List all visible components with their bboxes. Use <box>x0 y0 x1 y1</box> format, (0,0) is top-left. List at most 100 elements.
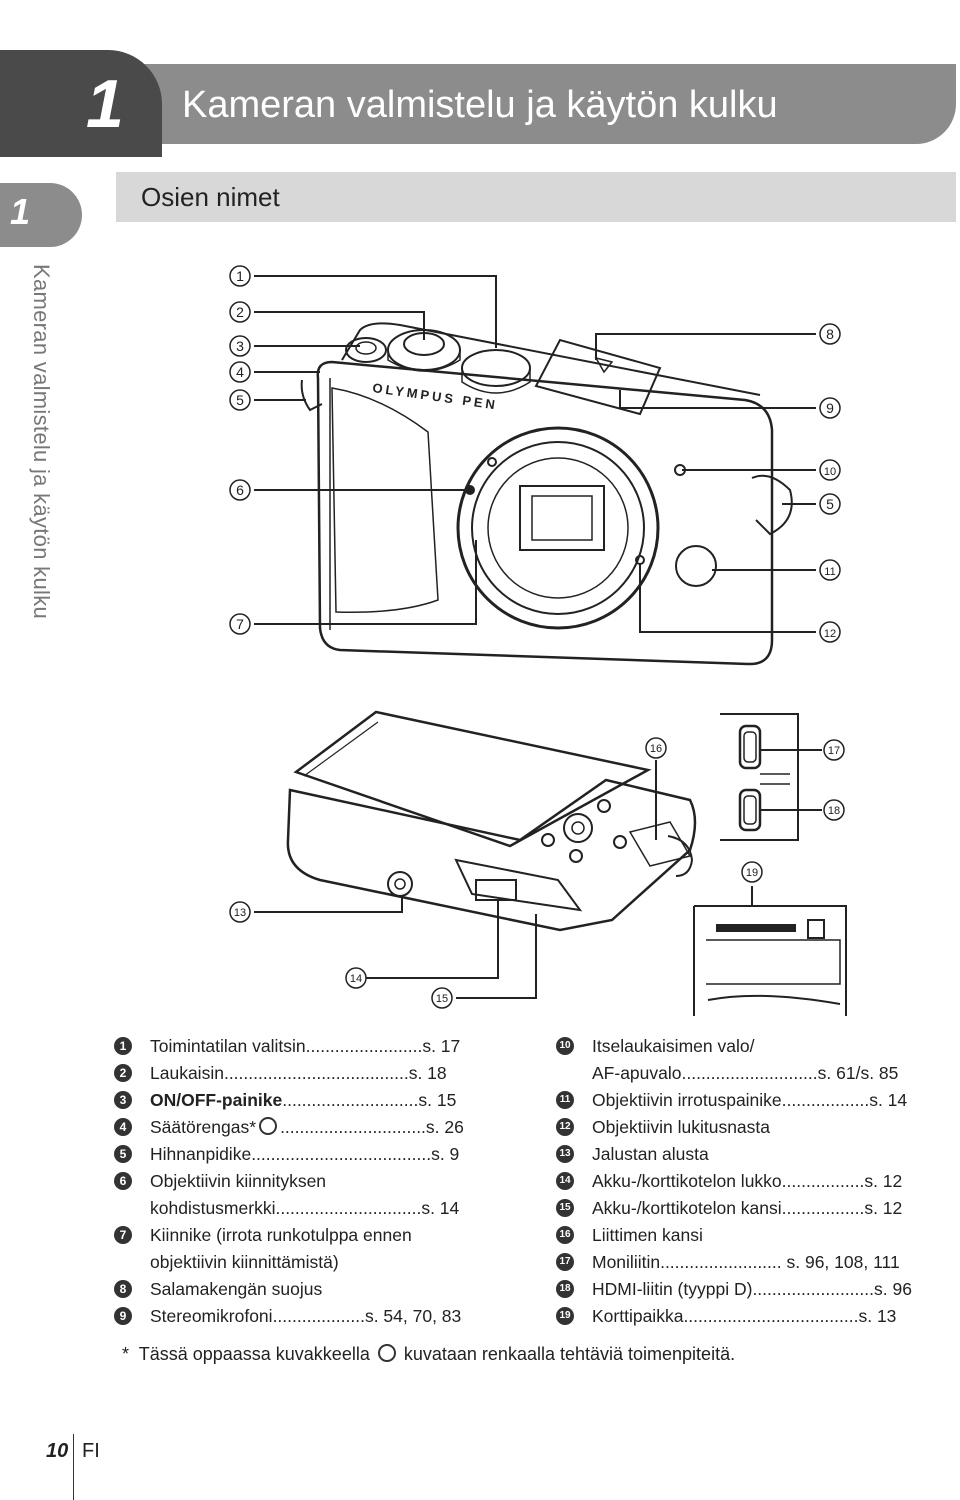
legend-item: 5 Hihnanpidike...........................… <box>114 1141 514 1168</box>
callout-number: 12 <box>824 628 836 640</box>
legend-number: 17 <box>556 1253 574 1271</box>
legend-number: 5 <box>114 1145 132 1163</box>
side-tab-number: 1 <box>10 191 31 232</box>
legend-page-ref: .................s. 12 <box>781 1198 903 1218</box>
footnote: * Tässä oppaassa kuvakkeella kuvataan re… <box>122 1344 735 1365</box>
callout-number: 5 <box>826 496 834 512</box>
chapter-number-tab <box>0 50 162 157</box>
legend-item-continued: kohdistusmerkki.........................… <box>114 1195 514 1222</box>
legend-number: 15 <box>556 1199 574 1217</box>
language-code: FI <box>82 1440 100 1462</box>
legend-item: 10 Itselaukaisimen valo/ <box>556 1033 956 1060</box>
callout-number: 5 <box>236 392 244 408</box>
legend-number: 10 <box>556 1037 574 1055</box>
legend-label: Akku-/korttikotelon lukko <box>592 1171 782 1191</box>
legend-number: 1 <box>114 1037 132 1055</box>
chapter-title: Kameran valmistelu ja käytön kulku <box>182 84 778 126</box>
legend-label: Salamakengän suojus <box>150 1279 323 1299</box>
callout-number: 13 <box>234 907 246 919</box>
legend-item: 19 Korttipaikka..........................… <box>556 1303 956 1330</box>
legend-number: 8 <box>114 1280 132 1298</box>
legend-label: Korttipaikka <box>592 1306 684 1326</box>
legend-label: Objektiivin lukitusnasta <box>592 1117 770 1137</box>
parts-legend-right: 10 Itselaukaisimen valo/ AF-apuvalo......… <box>556 1033 956 1330</box>
legend-label: Objektiivin irrotuspainike <box>592 1090 782 1110</box>
callout-number: 11 <box>824 566 835 578</box>
callout-number: 15 <box>436 993 448 1005</box>
legend-label: Liittimen kansi <box>592 1225 703 1245</box>
callout-number: 4 <box>236 364 244 380</box>
legend-item: 8 Salamakengän suojus <box>114 1276 514 1303</box>
legend-label: Säätörengas* <box>150 1117 257 1137</box>
legend-label: Jalustan alusta <box>592 1144 709 1164</box>
section-band <box>116 172 956 222</box>
callout-number: 2 <box>236 304 244 320</box>
callout-number: 16 <box>650 743 662 755</box>
legend-number: 9 <box>114 1307 132 1325</box>
callout-number: 9 <box>826 400 834 416</box>
chapter-number: 1 <box>86 66 124 142</box>
control-ring-icon <box>259 1117 278 1135</box>
camera-front-illustration: OLYMPUS PEN <box>300 322 793 666</box>
section-title: Osien nimet <box>141 182 280 212</box>
legend-page-ref: ..............................s. 26 <box>280 1117 464 1137</box>
legend-page-ref: .....................................s. … <box>251 1144 460 1164</box>
chapter-title-band <box>120 64 956 144</box>
connector-inset <box>720 713 799 841</box>
legend-label: Moniliitin <box>592 1252 661 1272</box>
callout-number: 1 <box>236 268 244 284</box>
legend-item: 9 Stereomikrofoni...................s. 54… <box>114 1303 514 1330</box>
legend-item-continued: objektiivin kiinnittämistä) <box>114 1249 514 1276</box>
legend-label: Objektiivin kiinnityksen <box>150 1171 327 1191</box>
legend-item: 4 Säätörengas*...........................… <box>114 1114 514 1141</box>
callout-number: 14 <box>350 973 362 985</box>
legend-label: Itselaukaisimen valo/ <box>592 1036 755 1056</box>
footnote-star: * <box>122 1344 130 1364</box>
legend-label: AF-apuvalo <box>592 1063 682 1083</box>
callout-number: 19 <box>746 867 758 879</box>
page-number: 10 <box>46 1440 69 1462</box>
control-ring-icon <box>377 1344 396 1362</box>
legend-page-ref: ..............................s. 14 <box>275 1198 460 1218</box>
legend-label: HDMI-liitin (tyyppi D) <box>592 1279 753 1299</box>
legend-page-ref: ............................s. 61/s. 85 <box>681 1063 899 1083</box>
footnote-text-after: kuvataan renkaalla tehtäviä toimenpiteit… <box>403 1344 736 1364</box>
legend-item: 13 Jalustan alusta <box>556 1141 956 1168</box>
callout-number: 6 <box>236 482 244 498</box>
legend-label: objektiivin kiinnittämistä) <box>150 1252 339 1272</box>
legend-number: 6 <box>114 1172 132 1190</box>
legend-number: 12 <box>556 1118 574 1136</box>
legend-label: ON/OFF-painike <box>150 1090 283 1110</box>
legend-page-ref: ...................s. 54, 70, 83 <box>272 1306 462 1326</box>
legend-label: Kiinnike (irrota runkotulppa ennen <box>150 1225 412 1245</box>
legend-page-ref: .................s. 12 <box>781 1171 903 1191</box>
legend-number: 16 <box>556 1226 574 1244</box>
chapter-header: 1 Kameran valmistelu ja käytön kulku <box>0 0 960 157</box>
footnote-text-before: Tässä oppaassa kuvakkeella <box>138 1344 370 1364</box>
legend-item: 18 HDMI-liitin (tyyppi D)................… <box>556 1276 956 1303</box>
legend-number: 18 <box>556 1280 574 1298</box>
legend-item: 6 Objektiivin kiinnityksen <box>114 1168 514 1195</box>
legend-item: 16 Liittimen kansi <box>556 1222 956 1249</box>
legend-page-ref: ......................... s. 96, 108, 11… <box>660 1252 900 1272</box>
callout-number: 3 <box>236 338 244 354</box>
callout-number: 10 <box>824 466 836 478</box>
legend-page-ref: .........................s. 96 <box>752 1279 912 1299</box>
legend-label: Stereomikrofoni <box>150 1306 273 1326</box>
side-chapter-label: Kameran valmistelu ja käytön kulku <box>29 264 54 620</box>
camera-parts-diagram: OLYMPUS PEN 1 2 3 4 <box>229 265 847 1016</box>
callout-number: 17 <box>828 745 840 757</box>
callout-number: 8 <box>826 326 834 342</box>
legend-label: Hihnanpidike <box>150 1144 252 1164</box>
legend-page-ref: ....................................s. 1… <box>683 1306 897 1326</box>
legend-number: 19 <box>556 1307 574 1325</box>
callout-number: 18 <box>828 805 840 817</box>
legend-number: 13 <box>556 1145 574 1163</box>
legend-item: 12 Objektiivin lukitusnasta <box>556 1114 956 1141</box>
legend-number: 4 <box>114 1118 132 1136</box>
